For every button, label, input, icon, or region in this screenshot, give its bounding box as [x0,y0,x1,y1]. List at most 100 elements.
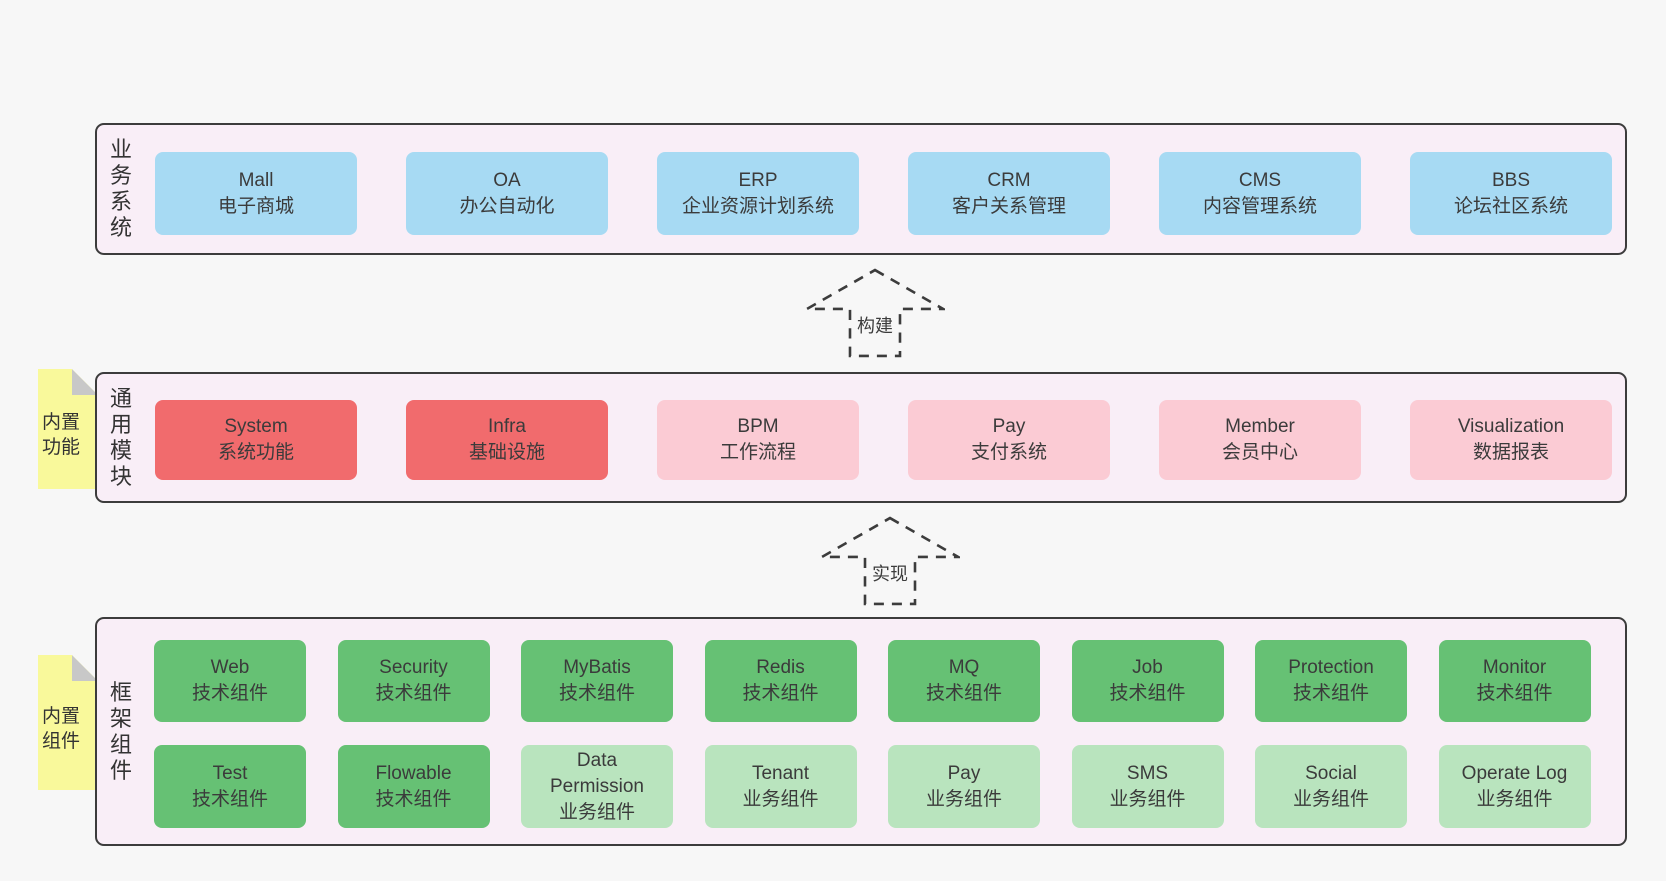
box-redis: Redis 技术组件 [704,640,857,722]
box-title: Tenant [751,762,810,784]
box-title: Data Permission [550,749,644,797]
box-title: Operate Log [1461,762,1568,784]
box-title: Monitor [1482,657,1547,678]
box-subtitle: 数据报表 [1472,442,1549,463]
common-modules-row: System 系统功能 Infra 基础设施 BPM 工作流程 Pay 支付系统… [97,400,1612,480]
box-subtitle: 技术组件 [191,683,268,704]
sticky-note-text: 内置功能 [41,412,80,458]
box-mybatis: MyBatis 技术组件 [521,640,673,722]
panel-business-systems: 业务系统 Mall 电子商城 OA 办公自动化 ERP 企业资源计划系统 CRM… [95,123,1627,255]
box-visualization: Visualization 数据报表 [1410,400,1612,480]
box-sms: SMS 业务组件 [1071,745,1224,828]
box-subtitle: 客户关系管理 [951,195,1066,217]
implement-arrow-label: 实现 [869,560,911,586]
box-subtitle: 论坛社区系统 [1453,195,1568,217]
box-title: Pay [947,762,981,784]
sticky-note-built-in-components: 内置组件 [38,655,98,790]
box-subtitle: 工作流程 [719,442,796,463]
box-subtitle: 业务组件 [1109,788,1186,810]
box-title: MQ [948,657,980,678]
box-title: Pay [992,416,1026,437]
box-system: System 系统功能 [155,400,357,480]
box-subtitle: 技术组件 [191,788,268,810]
business-systems-row: Mall 电子商城 OA 办公自动化 ERP 企业资源计划系统 CRM 客户关系… [97,152,1612,235]
box-pay-system: Pay 支付系统 [908,400,1110,480]
implement-arrow: 实现 [820,516,960,606]
panel-framework-components-label: 框架组件 [109,679,132,783]
panel-framework-components: 框架组件 Web 技术组件 Security 技术组件 MyBatis 技术组件… [95,617,1627,846]
box-subtitle: 支付系统 [970,442,1047,463]
box-subtitle: 电子商城 [217,195,294,217]
box-title: CMS [1238,169,1282,191]
box-bpm: BPM 工作流程 [657,400,859,480]
box-title: Job [1132,657,1163,678]
box-subtitle: 业务组件 [1292,788,1369,810]
box-subtitle: 技术组件 [558,683,635,704]
framework-components-row-1: Web 技术组件 Security 技术组件 MyBatis 技术组件 Redi… [97,640,1591,722]
box-title: Flowable [375,762,452,784]
box-data-permission: Data Permission 业务组件 [521,745,673,828]
box-subtitle: 技术组件 [375,683,452,704]
box-subtitle: 技术组件 [375,788,452,810]
box-subtitle: 企业资源计划系统 [681,195,834,217]
box-mq: MQ 技术组件 [888,640,1040,722]
box-subtitle: 技术组件 [925,683,1002,704]
panel-common-modules-label: 通用模块 [109,385,132,489]
box-subtitle: 办公自动化 [459,195,555,217]
box-crm: CRM 客户关系管理 [908,152,1110,235]
box-protection: Protection 技术组件 [1255,640,1407,722]
box-bbs: BBS 论坛社区系统 [1410,152,1612,235]
box-title: Social [1305,762,1357,784]
box-title: System [224,416,288,437]
box-title: Visualization [1457,416,1565,437]
box-title: ERP [738,169,778,191]
box-test: Test 技术组件 [154,745,306,828]
box-title: Security [379,657,448,678]
box-subtitle: 系统功能 [217,442,294,463]
box-title: SMS [1126,762,1169,784]
framework-components-row-2: Test 技术组件 Flowable 技术组件 Data Permission … [97,745,1591,828]
box-cms: CMS 内容管理系统 [1159,152,1361,235]
box-subtitle: 会员中心 [1221,442,1298,463]
box-title: Redis [756,657,805,678]
box-subtitle: 技术组件 [742,683,819,704]
box-subtitle: 技术组件 [1292,683,1369,704]
box-subtitle: 技术组件 [1109,683,1186,704]
box-title: MyBatis [563,657,631,678]
panel-business-systems-label: 业务系统 [109,137,132,240]
build-arrow: 构建 [805,268,945,358]
box-oa: OA 办公自动化 [406,152,608,235]
box-job: Job 技术组件 [1071,640,1224,722]
box-social: Social 业务组件 [1255,745,1407,828]
box-subtitle: 内容管理系统 [1202,195,1317,217]
box-operate-log: Operate Log 业务组件 [1438,745,1591,828]
box-tenant: Tenant 业务组件 [704,745,857,828]
box-subtitle: 技术组件 [1476,683,1553,704]
box-mall: Mall 电子商城 [155,152,357,235]
box-web: Web 技术组件 [154,640,306,722]
box-infra: Infra 基础设施 [406,400,608,480]
box-member: Member 会员中心 [1159,400,1361,480]
panel-common-modules: 通用模块 System 系统功能 Infra 基础设施 BPM 工作流程 Pay… [95,372,1627,503]
box-subtitle: 基础设施 [468,442,545,463]
box-title: Protection [1288,657,1374,678]
sticky-note-built-in-functions: 内置功能 [38,369,98,489]
box-monitor: Monitor 技术组件 [1438,640,1591,722]
box-subtitle: 业务组件 [558,801,635,823]
box-subtitle: 业务组件 [925,788,1002,810]
box-title: Mall [238,169,274,191]
box-subtitle: 业务组件 [1476,788,1553,810]
build-arrow-label: 构建 [854,312,896,338]
box-title: OA [493,169,521,191]
box-security: Security 技术组件 [337,640,490,722]
box-flowable: Flowable 技术组件 [337,745,490,828]
box-title: BPM [737,416,779,437]
box-title: CRM [987,169,1031,191]
box-pay-component: Pay 业务组件 [888,745,1040,828]
sticky-note-text: 内置组件 [41,705,80,752]
box-title: Web [210,657,250,678]
box-title: Member [1225,416,1295,437]
box-title: BBS [1491,169,1531,191]
box-erp: ERP 企业资源计划系统 [657,152,859,235]
